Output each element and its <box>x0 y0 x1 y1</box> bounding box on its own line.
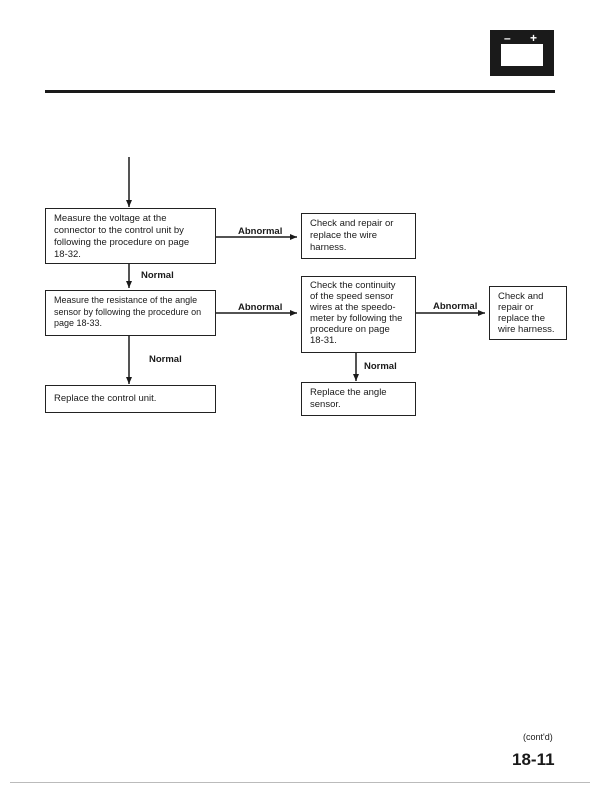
box-repair-harness-1: Check and repair or replace the wire har… <box>301 213 416 259</box>
battery-plus-sign: + <box>530 31 538 45</box>
label-abnormal-1: Abnormal <box>238 226 283 237</box>
label-normal-1: Normal <box>141 270 174 281</box>
label-normal-3: Normal <box>364 361 397 372</box>
battery-icon: – + <box>490 30 554 76</box>
label-abnormal-2: Abnormal <box>238 302 283 313</box>
page-number: 18-11 <box>512 750 555 769</box>
box-measure-voltage: Measure the voltage at the connector to … <box>45 208 216 264</box>
label-abnormal-3: Abnormal <box>433 301 478 312</box>
footer-rule <box>10 782 590 783</box>
continued-note: (cont'd) <box>523 732 553 742</box>
battery-body <box>501 44 543 66</box>
box-measure-resistance: Measure the resistance of the angle sens… <box>45 290 216 336</box>
box-check-continuity: Check the continuity of the speed sensor… <box>301 276 416 353</box>
box-replace-control-unit: Replace the control unit. <box>45 385 216 413</box>
box-repair-harness-2: Check and repair or replace the wire har… <box>489 286 567 340</box>
label-normal-2: Normal <box>149 354 182 365</box>
box-replace-angle-sensor: Replace the angle sensor. <box>301 382 416 416</box>
header-rule <box>45 90 555 93</box>
battery-minus-sign: – <box>504 31 511 45</box>
